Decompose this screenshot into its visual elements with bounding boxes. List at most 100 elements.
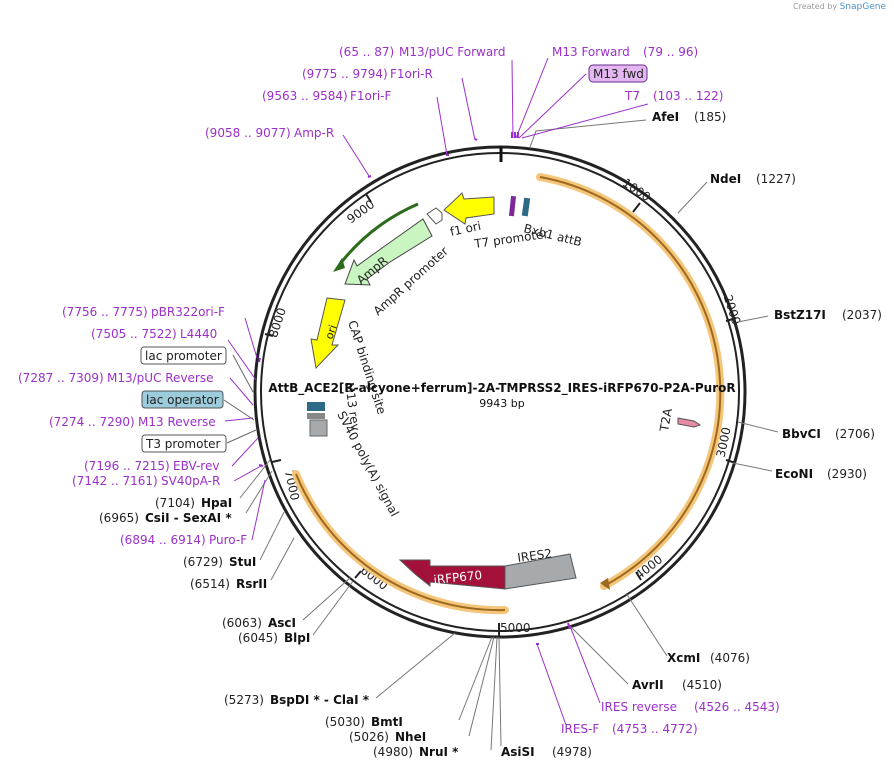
- irfp670-label: iRFP670: [433, 568, 483, 587]
- primer-pbr322ori-f-pos[interactable]: (7756 .. 7775): [62, 305, 148, 319]
- enzyme-blpi-pos[interactable]: (6045): [238, 631, 278, 645]
- primer-m13-reverse-pos[interactable]: (7274 .. 7290): [49, 415, 135, 429]
- primer-m13-forward[interactable]: M13 Forward: [552, 45, 630, 59]
- enzyme-xcmi-pos[interactable]: (4076): [710, 651, 750, 665]
- primer-puro-f-pos[interactable]: (6894 .. 6914): [120, 533, 206, 547]
- f1-ori-label: f1 ori: [449, 219, 483, 239]
- enzyme-bstz17i[interactable]: BstZ17I: [774, 308, 826, 322]
- ori-arrow[interactable]: [310, 297, 346, 370]
- primer-ebv-rev-pos[interactable]: (7196 .. 7215): [84, 459, 170, 473]
- primer-puro-f[interactable]: Puro-F: [209, 533, 247, 547]
- primer-m13-reverse[interactable]: M13 Reverse: [138, 415, 216, 429]
- lac-promoter-box[interactable]: [140, 346, 227, 365]
- primer-f1ori-r-pos[interactable]: (9775 .. 9794): [302, 67, 388, 81]
- m13-fwd-box[interactable]: [588, 64, 648, 83]
- primer-m13puc-forward[interactable]: M13/pUC Forward: [399, 45, 506, 59]
- primer-ires-reverse-pos[interactable]: (4526 .. 4543): [694, 700, 780, 714]
- enzyme-blpi[interactable]: BlpI: [284, 631, 310, 645]
- ampr-promoter-line: [338, 202, 419, 265]
- t3-promoter-box[interactable]: [141, 434, 227, 453]
- plasmid-name: AttB_ACE2[R-alcyone+ferrum]-2A-TMPRSS2_I…: [268, 381, 735, 396]
- primer-f1ori-f-pos[interactable]: (9563 .. 9584): [262, 89, 348, 103]
- enzyme-nhei-pos[interactable]: (5026): [349, 730, 389, 744]
- enzyme-asisi-pos[interactable]: (4978): [552, 745, 592, 759]
- enzyme-csii-sexai[interactable]: CsiI - SexAI *: [145, 511, 232, 525]
- tick-1000: 1000: [620, 176, 653, 205]
- primer-f1ori-f[interactable]: F1ori-F: [350, 89, 391, 103]
- primer-t7-pos[interactable]: (103 .. 122): [653, 89, 723, 103]
- primer-m13-forward-pos[interactable]: (79 .. 96): [643, 45, 698, 59]
- primer-f1ori-r[interactable]: F1ori-R: [390, 67, 433, 81]
- primer-m13puc-reverse-pos[interactable]: (7287 .. 7309): [18, 371, 104, 385]
- orf-arc-right-line: [539, 176, 722, 587]
- f1-ori-arrow[interactable]: [443, 192, 495, 225]
- enzyme-nrui-pos[interactable]: (4980): [373, 745, 413, 759]
- enzyme-avrii-pos[interactable]: (4510): [682, 678, 722, 692]
- primer-sv40pa-r-pos[interactable]: (7142 .. 7161): [72, 474, 158, 488]
- ticks: [264, 193, 737, 637]
- enzyme-bmti[interactable]: BmtI: [371, 715, 403, 729]
- bxb1-attb-bar[interactable]: [521, 197, 531, 217]
- primer-amp-r-pos[interactable]: (9058 .. 9077): [205, 126, 291, 140]
- enzyme-csii-pos[interactable]: (6965): [99, 511, 139, 525]
- primer-l4440-pos[interactable]: (7505 .. 7522): [91, 327, 177, 341]
- irfp670-arrow[interactable]: [398, 559, 506, 590]
- primer-m13puc-forward-pos[interactable]: (65 .. 87): [339, 45, 394, 59]
- enzyme-ndei[interactable]: NdeI: [710, 172, 741, 186]
- primer-amp-r[interactable]: Amp-R: [294, 126, 334, 140]
- t2a-label: T2A: [657, 406, 675, 433]
- primer-ebv-rev[interactable]: EBV-rev: [173, 459, 219, 473]
- enzyme-stui-pos[interactable]: (6729): [183, 555, 223, 569]
- primer-ires-f-pos[interactable]: (4753 .. 4772): [612, 722, 698, 736]
- enzyme-bstz17i-pos[interactable]: (2037): [842, 308, 882, 322]
- enzyme-asci[interactable]: AscI: [268, 616, 296, 630]
- enzyme-bspdi-pos[interactable]: (5273): [224, 693, 264, 707]
- feature-m13-fwd[interactable]: M13 fwd: [593, 67, 644, 81]
- primer-ires-reverse[interactable]: IRES reverse: [601, 700, 677, 714]
- enzyme-bspdi-clai[interactable]: BspDI * - ClaI *: [270, 693, 370, 707]
- enzyme-bmti-pos[interactable]: (5030): [325, 715, 365, 729]
- primer-l4440[interactable]: L4440: [180, 327, 217, 341]
- t2a-arrow[interactable]: [677, 417, 702, 428]
- feature-lac-promoter[interactable]: lac promoter: [145, 349, 222, 363]
- orf-arc-right-head: [600, 578, 610, 590]
- sv40-polya-marker[interactable]: [309, 419, 328, 437]
- lac-operator-box[interactable]: [141, 390, 224, 409]
- ampr-arrow[interactable]: [344, 218, 433, 286]
- bxb1-attb-marker[interactable]: [508, 195, 517, 217]
- enzyme-rsrii-pos[interactable]: (6514): [190, 577, 230, 591]
- enzyme-hpai-pos[interactable]: (7104): [155, 496, 195, 510]
- enzyme-econi-pos[interactable]: (2930): [827, 467, 867, 481]
- enzyme-nrui[interactable]: NruI *: [419, 745, 459, 759]
- enzyme-stui[interactable]: StuI: [229, 555, 256, 569]
- credit-prefix: Created by: [793, 2, 838, 11]
- ampr-promoter-head: [333, 258, 345, 272]
- enzyme-ndei-pos[interactable]: (1227): [756, 172, 796, 186]
- enzyme-afei-pos[interactable]: (185): [694, 110, 726, 124]
- cap-binding-marker[interactable]: [307, 413, 325, 419]
- enzyme-hpai[interactable]: HpaI: [201, 496, 232, 510]
- enzyme-nhei[interactable]: NheI: [395, 730, 426, 744]
- enzyme-afei[interactable]: AfeI: [652, 110, 679, 124]
- enzyme-bbvci-pos[interactable]: (2706): [835, 427, 875, 441]
- primer-sv40pa-r[interactable]: SV40pA-R: [161, 474, 220, 488]
- feature-t3-promoter[interactable]: T3 promoter: [145, 437, 221, 451]
- enzyme-asisi[interactable]: AsiSI: [501, 745, 535, 759]
- enzyme-asci-pos[interactable]: (6063): [222, 616, 262, 630]
- enzyme-econi[interactable]: EcoNI: [775, 467, 813, 481]
- lac-operator-marker[interactable]: [307, 402, 325, 411]
- feature-lac-operator[interactable]: lac operator: [146, 393, 219, 407]
- primer-m13puc-reverse[interactable]: M13/pUC Reverse: [107, 371, 214, 385]
- orf-arc-left: [292, 470, 509, 615]
- orf-arc-left-line: [295, 473, 506, 612]
- enzyme-xcmi[interactable]: XcmI: [667, 651, 700, 665]
- enzyme-rsrii[interactable]: RsrII: [236, 577, 267, 591]
- enzyme-avrii[interactable]: AvrII: [632, 678, 664, 692]
- primer-ires-f[interactable]: IRES-F: [561, 722, 599, 736]
- enzyme-bbvci[interactable]: BbvCI: [782, 427, 821, 441]
- primer-t7[interactable]: T7: [624, 89, 640, 103]
- t7-promoter-marker[interactable]: [426, 207, 443, 225]
- tick-5000: 5000: [500, 621, 531, 635]
- primer-pbr322ori-f[interactable]: pBR322ori-F: [151, 305, 225, 319]
